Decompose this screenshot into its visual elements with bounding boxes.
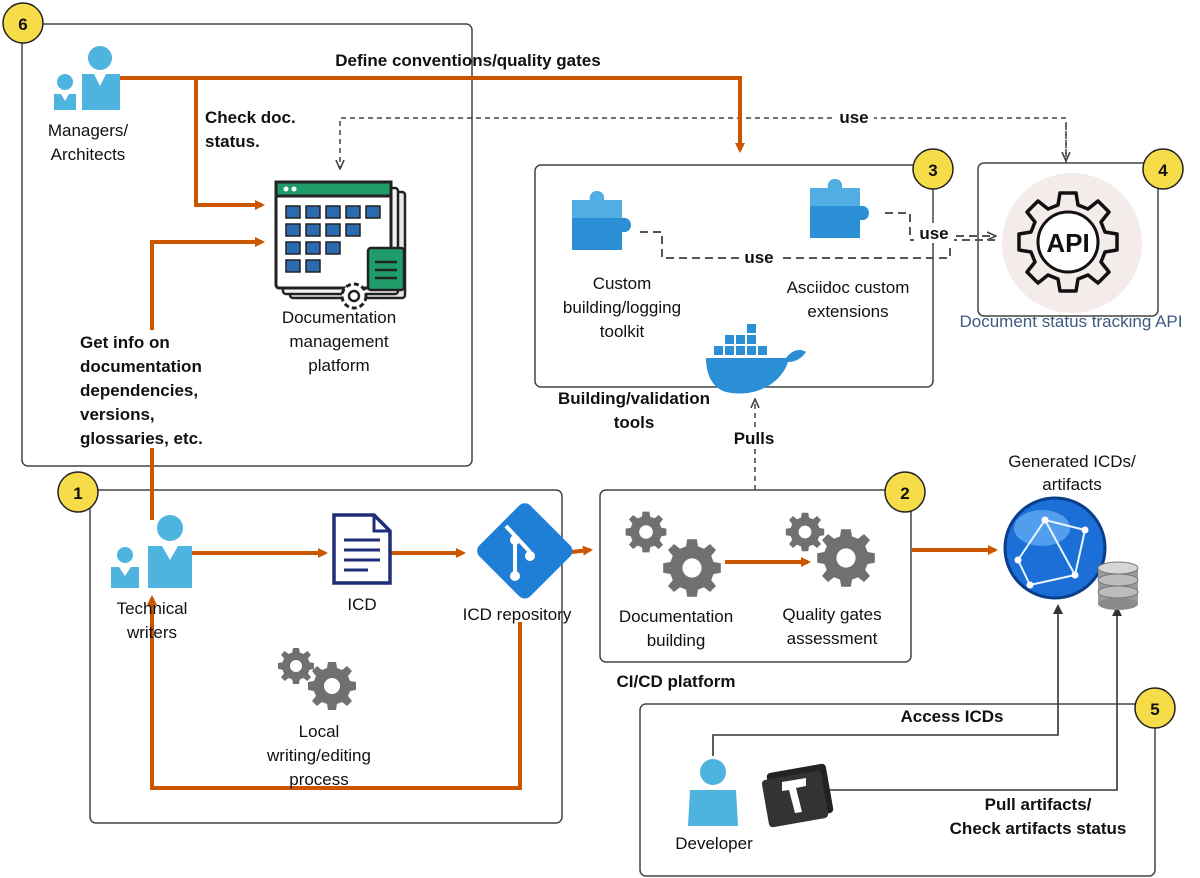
access-icds-label: Access ICDs <box>900 707 1003 726</box>
pull-artifacts-label-1: Pull artifacts/ <box>985 795 1092 814</box>
use-top-edge <box>340 117 1067 168</box>
svg-text:1: 1 <box>73 484 82 503</box>
building-tools-label-2: tools <box>614 413 655 432</box>
doc-building-label-2: building <box>647 631 706 650</box>
doc-building-label-1: Documentation <box>619 607 733 626</box>
toolkit-label-2: building/logging <box>563 298 681 317</box>
globe-icon <box>1003 496 1107 600</box>
doc-platform-icon <box>274 180 407 310</box>
generated-label-1: Generated ICDs/ <box>1008 452 1136 471</box>
svg-text:3: 3 <box>928 161 937 180</box>
define-conventions-edge <box>118 76 745 153</box>
pulls-label: Pulls <box>734 429 775 448</box>
access-icds-edge <box>712 604 1063 756</box>
icd-repo-label: ICD repository <box>463 605 572 624</box>
doc-platform-label-3: platform <box>308 356 369 375</box>
toolkit-label-3: toolkit <box>600 322 645 341</box>
svg-text:4: 4 <box>1158 161 1168 180</box>
badge-5: 5 <box>1134 687 1176 729</box>
writers-people-icon <box>111 515 192 588</box>
local-process-label-1: Local <box>299 722 340 741</box>
database-icon <box>1097 561 1139 610</box>
use-right-label: use <box>919 224 948 243</box>
writers-box <box>89 489 563 824</box>
docker-icon <box>706 324 806 394</box>
pull-artifacts-edge <box>825 606 1122 791</box>
svg-text:Get info on: Get info on <box>80 333 170 352</box>
asciidoc-puzzle-icon <box>810 179 869 238</box>
svg-text:dependencies,: dependencies, <box>80 381 198 400</box>
doc-building-gears-icon <box>625 511 721 597</box>
terminal-hammer-icon <box>761 763 834 828</box>
doc-platform-label-2: management <box>289 332 389 351</box>
building-tools-label-1: Building/validation <box>558 389 710 408</box>
developer-label: Developer <box>675 834 753 853</box>
writers-label-1: Technical <box>117 599 188 618</box>
toolkit-label-1: Custom <box>593 274 652 293</box>
managers-label-1: Managers/ <box>48 121 129 140</box>
get-info-label: Get info on documentation dependencies, … <box>76 330 236 448</box>
local-process-label-3: process <box>289 770 349 789</box>
check-status-label-2: status. <box>205 132 260 151</box>
managers-label-2: Architects <box>51 145 126 164</box>
api-label: Document status tracking API <box>960 312 1183 331</box>
svg-text:5: 5 <box>1150 700 1159 719</box>
use-top-label: use <box>839 108 868 127</box>
doc-platform-label-1: Documentation <box>282 308 396 327</box>
quality-gates-label-1: Quality gates <box>782 605 881 624</box>
managers-people-icon <box>54 46 120 110</box>
developer-box <box>639 703 1156 877</box>
local-process-edge <box>147 595 522 790</box>
badge-1: 1 <box>57 471 99 513</box>
generated-label-2: artifacts <box>1042 475 1102 494</box>
badge-6: 6 <box>2 2 44 44</box>
svg-text:versions,: versions, <box>80 405 155 424</box>
svg-text:6: 6 <box>18 15 27 34</box>
asciidoc-label-1: Asciidoc custom <box>787 278 910 297</box>
svg-text:2: 2 <box>900 484 909 503</box>
git-repository-icon <box>477 503 573 599</box>
icd-document-icon <box>332 513 392 585</box>
svg-text:documentation: documentation <box>80 357 202 376</box>
check-status-label-1: Check doc. <box>205 108 296 127</box>
api-icon: API <box>1002 173 1142 313</box>
define-conventions-label: Define conventions/quality gates <box>335 51 600 70</box>
badge-3: 3 <box>912 148 954 190</box>
asciidoc-label-2: extensions <box>807 302 888 321</box>
use-mid-label: use <box>744 248 773 267</box>
api-icon-text: API <box>1046 228 1089 258</box>
icd-label: ICD <box>347 595 376 614</box>
local-process-label-2: writing/editing <box>266 746 371 765</box>
managers-box <box>21 23 473 467</box>
cicd-label: CI/CD platform <box>617 672 736 691</box>
badge-2: 2 <box>884 471 926 513</box>
quality-gates-label-2: assessment <box>787 629 878 648</box>
developer-person-icon <box>688 759 738 826</box>
toolkit-puzzle-icon <box>572 191 631 250</box>
local-process-gears-icon <box>278 648 356 710</box>
badge-4: 4 <box>1142 148 1184 190</box>
pull-artifacts-label-2: Check artifacts status <box>950 819 1127 838</box>
check-status-edge <box>194 78 265 210</box>
svg-text:glossaries, etc.: glossaries, etc. <box>80 429 203 448</box>
use-mid-edge <box>640 231 995 259</box>
writers-label-2: writers <box>126 623 177 642</box>
quality-gates-gears-icon <box>785 512 875 587</box>
